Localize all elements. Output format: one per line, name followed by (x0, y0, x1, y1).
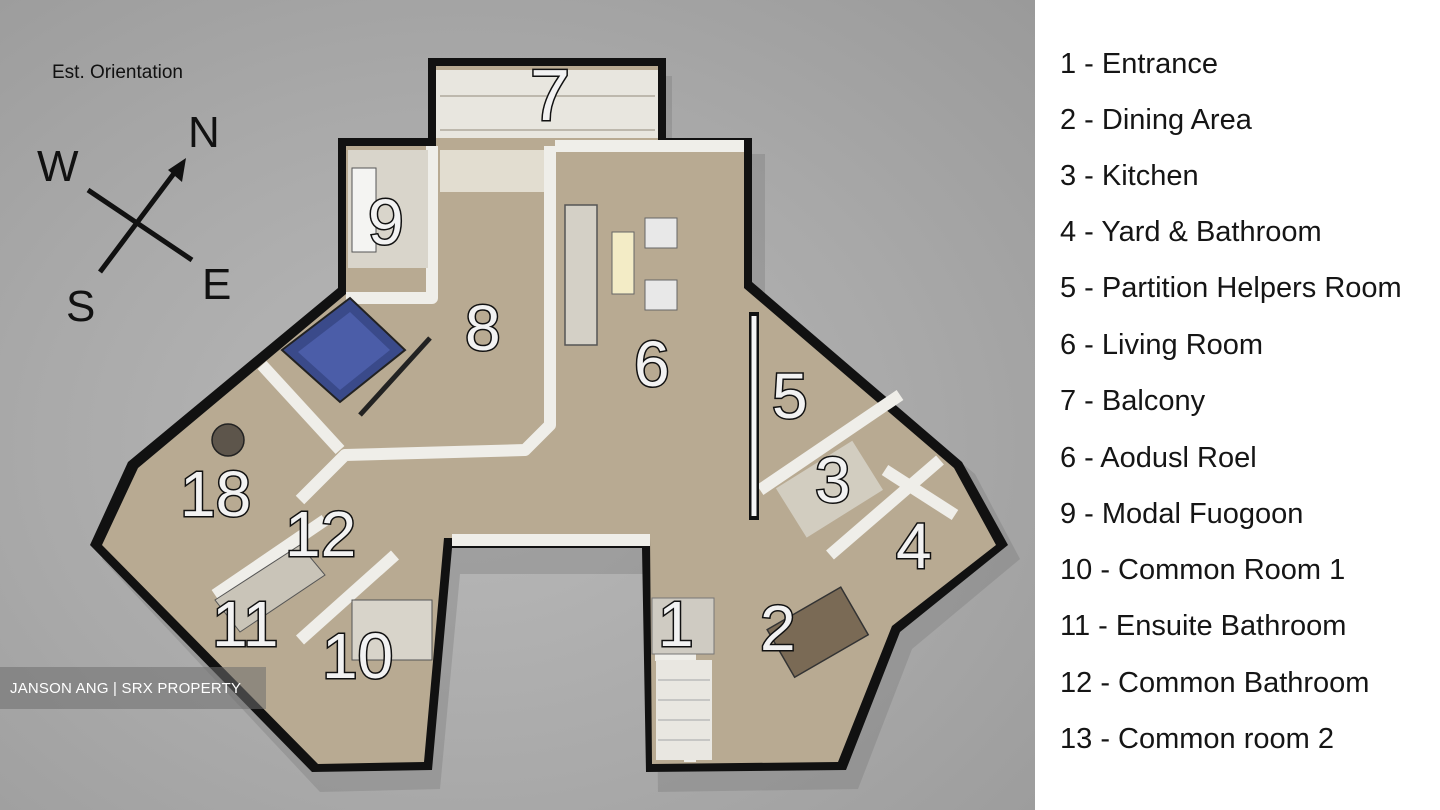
blue-sofa-seat (298, 312, 390, 390)
watermark: JANSON ANG | SRX PROPERTY (0, 667, 266, 709)
room-number-6: 6 (633, 328, 672, 400)
legend-item: 4 - Yard & Bathroom (1060, 216, 1322, 248)
legend-item: 1 - Entrance (1060, 48, 1218, 80)
balcony-railing (440, 95, 655, 131)
room-number-3: 3 (814, 444, 853, 516)
orientation-label: Est. Orientation (52, 62, 183, 83)
room-number-5: 5 (771, 360, 810, 432)
entrance-steps (656, 660, 712, 760)
bathroom-11-fixtures (214, 544, 326, 633)
legend-item: 3 - Kitchen (1060, 160, 1199, 192)
compass-north-arrowhead (168, 158, 186, 182)
wardrobe-10 (351, 599, 433, 661)
legend-item: 12 - Common Bathroom (1060, 667, 1370, 699)
legend-item: 6 - Living Room (1060, 329, 1264, 361)
room-number-11: 11 (210, 588, 279, 660)
legend-item: 9 - Modal Fuogoon (1060, 498, 1304, 530)
legend-item: 10 - Common Room 1 (1060, 554, 1346, 586)
room-legend: 1 - Entrance 2 - Dining Area 3 - Kitchen… (1035, 0, 1440, 810)
room-number-7: 7 (528, 56, 571, 136)
compass-east: E (202, 260, 232, 309)
legend-item: 6 - Aodusl Roel (1060, 442, 1257, 474)
balcony-floor (436, 70, 658, 138)
legend-item: 2 - Dining Area (1060, 104, 1252, 136)
room-18-chair (211, 423, 245, 457)
legend-item: 7 - Balcony (1060, 385, 1206, 417)
kitchen-counter (775, 440, 883, 538)
dining-table (766, 586, 870, 679)
sofa-side-table (358, 336, 432, 417)
tv-console (564, 204, 598, 346)
room-number-1: 1 (657, 588, 696, 660)
floor-plan-drawing (86, 58, 1020, 792)
room-number-10: 10 (320, 620, 394, 692)
bathroom-9-counter (351, 167, 377, 253)
legend-item: 13 - Common room 2 (1060, 723, 1334, 755)
room-number-8: 8 (464, 292, 503, 364)
armchair-2 (644, 279, 678, 311)
armchair-1 (644, 217, 678, 249)
entrance-door (651, 597, 715, 655)
legend-item: 5 - Partition Helpers Room (1060, 272, 1402, 304)
legend-item: 11 - Ensuite Bathroom (1060, 610, 1347, 642)
room-number-2: 2 (759, 592, 798, 664)
coffee-table (611, 231, 635, 295)
room-number-9: 9 (367, 186, 406, 258)
floor-plan-panel: Est. Orientation N W S E 7 9 8 6 5 3 4 2… (0, 0, 1035, 810)
room-number-18: 18 (178, 458, 252, 530)
compass-south: S (66, 282, 96, 331)
interior-walls (211, 140, 959, 762)
entrance-step-lines (658, 679, 710, 741)
room-number-4: 4 (895, 510, 934, 582)
room-number-12: 12 (283, 498, 357, 570)
compass-west: W (37, 142, 79, 191)
compass-north: N (188, 108, 220, 157)
dining-strip (440, 150, 544, 192)
compass-graphic (86, 166, 194, 274)
